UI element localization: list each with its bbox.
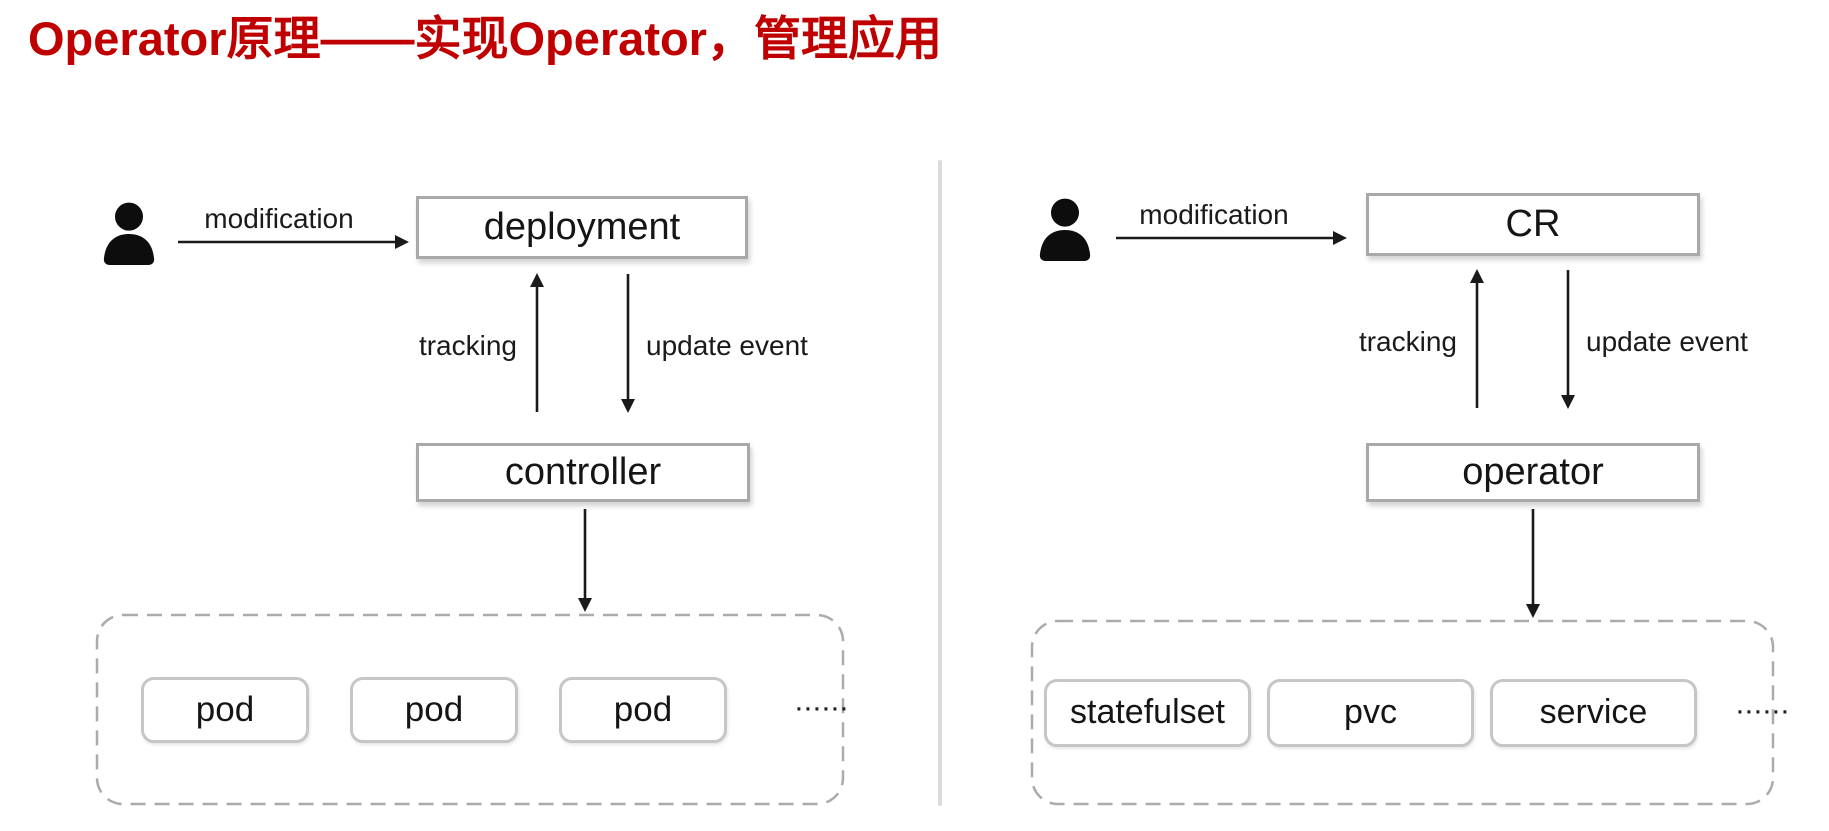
tracking-arrow — [1470, 269, 1484, 408]
modification-label: modification — [1139, 199, 1289, 230]
operator-to-resources-arrow — [1526, 509, 1540, 618]
person-icon — [1039, 198, 1091, 261]
modification-label: modification — [204, 203, 354, 234]
person-icon — [1036, 195, 1094, 267]
ellipsis: ······ — [796, 697, 850, 721]
update-event-label: update event — [646, 330, 808, 361]
service-node: service — [1490, 678, 1697, 747]
ellipsis: ······ — [1737, 700, 1791, 724]
vertical-divider — [938, 160, 942, 806]
resources-group: statefulset pvc service ······ — [1030, 619, 1789, 806]
tracking-label: tracking — [418, 330, 517, 361]
slide-title: Operator原理——实现Operator，管理应用 — [28, 12, 942, 65]
pod-node: pod — [350, 676, 518, 743]
pods-group: pod pod pod ······ — [95, 613, 848, 806]
pod-node: pod — [559, 676, 727, 743]
tracking-label: tracking — [1358, 326, 1457, 357]
pvc-node: pvc — [1267, 678, 1474, 747]
person-icon — [100, 199, 158, 271]
modification-arrow — [178, 235, 409, 249]
operator-node: operator — [1366, 443, 1700, 502]
person-icon — [103, 202, 155, 265]
update-event-label: update event — [1586, 326, 1748, 357]
dashed-border — [95, 613, 845, 806]
pod-node: pod — [141, 676, 309, 743]
modification-arrow — [1116, 231, 1347, 245]
update-event-arrow — [621, 274, 635, 413]
controller-to-pods-arrow — [578, 509, 592, 612]
deployment-node: deployment — [416, 196, 748, 259]
tracking-arrow — [530, 273, 544, 412]
statefulset-node: statefulset — [1044, 678, 1251, 747]
update-event-arrow — [1561, 270, 1575, 409]
cr-node: CR — [1366, 193, 1700, 256]
dashed-border — [1030, 619, 1775, 806]
controller-node: controller — [416, 443, 750, 502]
